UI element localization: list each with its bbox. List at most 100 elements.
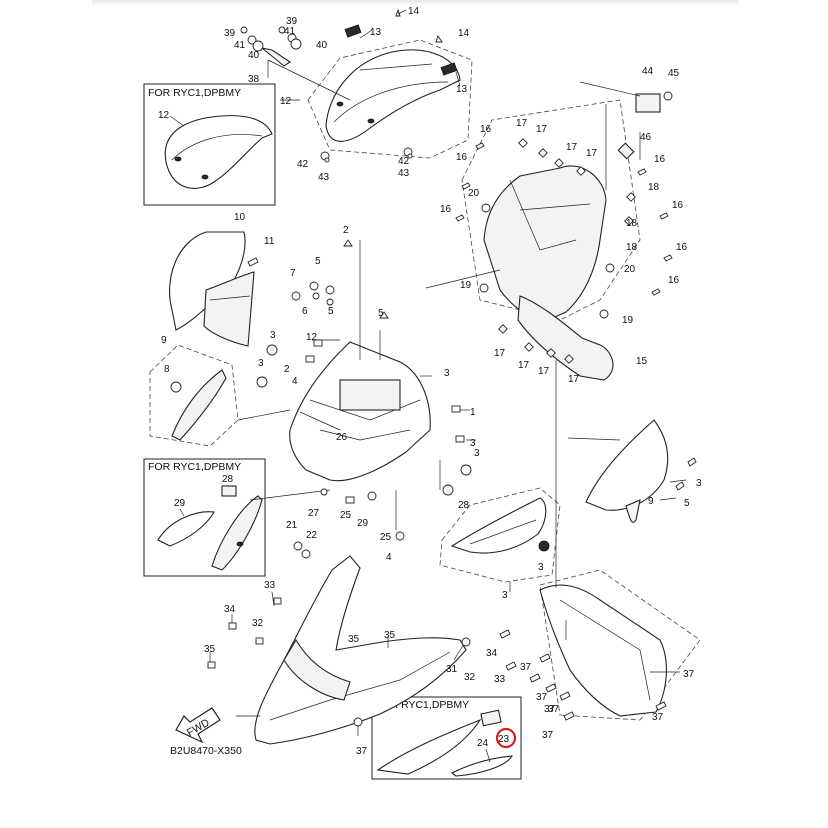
variant-box-side-decal: FOR RYC1,DPBMY 28 29 xyxy=(143,458,266,577)
callout-16: 16 xyxy=(654,154,666,165)
callout-29: 29 xyxy=(357,518,369,529)
callout-34: 34 xyxy=(224,604,236,615)
callout-21: 21 xyxy=(286,520,298,531)
callout-18: 18 xyxy=(626,242,638,253)
inner-panel-part xyxy=(483,91,673,381)
callout-11: 11 xyxy=(264,236,275,247)
callout-31: 31 xyxy=(446,664,458,675)
callout-2: 2 xyxy=(284,364,290,375)
callout-17: 17 xyxy=(516,118,528,129)
callout-17: 17 xyxy=(586,148,598,159)
callout-25: 25 xyxy=(380,532,392,543)
callout-13: 13 xyxy=(370,27,382,38)
callout-44: 44 xyxy=(642,66,654,77)
callout-27: 27 xyxy=(308,508,320,519)
callout-3: 3 xyxy=(470,438,476,449)
callout-16: 16 xyxy=(668,275,680,286)
callout-16: 16 xyxy=(440,204,452,215)
windshield-group-outline xyxy=(307,39,473,159)
callout-25: 25 xyxy=(340,510,352,521)
callout-3: 3 xyxy=(474,448,480,459)
svg-text:12: 12 xyxy=(158,110,170,121)
callout-35: 35 xyxy=(384,630,396,641)
left-duct-part xyxy=(169,231,255,347)
callout-3: 3 xyxy=(538,562,544,573)
lower-cowl-group-outline xyxy=(539,569,701,721)
callout-34: 34 xyxy=(486,648,498,659)
callout-16: 16 xyxy=(676,242,688,253)
variant-box-lower-decal: FOR RYC1,DPBMY 24 23 xyxy=(371,696,522,780)
callout-14: 14 xyxy=(408,6,420,17)
callout-13: 13 xyxy=(456,84,468,95)
callout-38: 38 xyxy=(248,74,260,85)
callout-3: 3 xyxy=(696,478,702,489)
callout-46: 46 xyxy=(640,132,652,143)
callout-17: 17 xyxy=(568,374,580,385)
variant-box-windscreen: FOR RYC1,DPBMY 12 xyxy=(143,83,276,206)
callout-16: 16 xyxy=(672,200,684,211)
callout-17: 17 xyxy=(538,366,550,377)
callout-33: 33 xyxy=(494,674,506,685)
callout-43: 43 xyxy=(318,172,330,183)
callout-32: 32 xyxy=(252,618,264,629)
callout-4: 4 xyxy=(386,552,392,563)
callout-3: 3 xyxy=(270,330,276,341)
callout-2: 2 xyxy=(343,225,349,236)
callout-40: 40 xyxy=(248,50,260,61)
variant-box-title: FOR RYC1,DPBMY xyxy=(148,87,241,99)
callout-4: 4 xyxy=(292,376,298,387)
windscreen-part xyxy=(325,24,461,142)
callout-26: 26 xyxy=(336,432,348,443)
leader-lines xyxy=(209,29,687,736)
callout-41: 41 xyxy=(234,40,246,51)
callout-32: 32 xyxy=(464,672,476,683)
callout-42: 42 xyxy=(398,156,410,167)
callout-22: 22 xyxy=(306,530,318,541)
variant-box-title: FOR RYC1,DPBMY xyxy=(148,461,241,473)
callout-20: 20 xyxy=(468,188,480,199)
side-cover-part xyxy=(450,497,550,554)
headlight-group-outline xyxy=(149,344,239,447)
callout-37: 37 xyxy=(356,746,368,757)
callout-5: 5 xyxy=(684,498,690,509)
fwd-arrow: FWD xyxy=(175,707,221,744)
callout-35: 35 xyxy=(204,644,216,655)
callout-37: 37 xyxy=(544,704,556,715)
callout-5: 5 xyxy=(328,306,334,317)
callout-20: 20 xyxy=(624,264,636,275)
callout-37: 37 xyxy=(683,669,695,680)
callout-28: 28 xyxy=(458,500,470,511)
callout-8: 8 xyxy=(164,364,170,375)
svg-text:28: 28 xyxy=(222,474,234,485)
callout-37: 37 xyxy=(542,730,554,741)
callout-37: 37 xyxy=(652,712,664,723)
callout-17: 17 xyxy=(494,348,506,359)
svg-text:29: 29 xyxy=(174,498,186,509)
callout-15: 15 xyxy=(636,356,648,367)
callout-6: 6 xyxy=(302,306,308,317)
callout-37: 37 xyxy=(520,662,532,673)
callout-3: 3 xyxy=(502,590,508,601)
callout-41: 41 xyxy=(284,26,296,37)
callout-7: 7 xyxy=(290,268,296,279)
lower-cowl-part xyxy=(539,584,667,717)
inner-panel-group-outline xyxy=(461,99,641,321)
callout-3: 3 xyxy=(444,368,450,379)
top-edge-shadow xyxy=(92,0,738,6)
callout-5: 5 xyxy=(378,308,384,319)
callout-19: 19 xyxy=(460,280,472,291)
callout-12: 12 xyxy=(280,96,292,107)
callout-16: 16 xyxy=(456,152,468,163)
callout-5: 5 xyxy=(315,256,321,267)
highlight-circle xyxy=(495,727,517,749)
callout-3: 3 xyxy=(258,358,264,369)
callout-35: 35 xyxy=(348,634,360,645)
callout-1: 1 xyxy=(470,407,476,418)
callout-45: 45 xyxy=(668,68,680,79)
callout-17: 17 xyxy=(536,124,548,135)
drawing-code: B2U8470-X350 xyxy=(170,745,242,757)
callout-17: 17 xyxy=(566,142,578,153)
